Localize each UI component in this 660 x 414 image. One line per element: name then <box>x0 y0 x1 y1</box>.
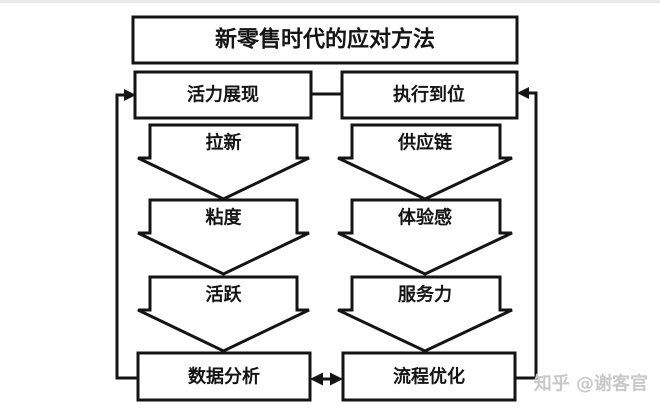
feedback-left-arrowhead-icon <box>124 89 136 101</box>
process-optimization-label: 流程优化 <box>393 366 465 388</box>
feedback-right-line <box>515 91 538 380</box>
data-analysis-label: 数据分析 <box>188 366 260 388</box>
acquisition-label: 拉新 <box>206 132 242 154</box>
experience-arrow-shape <box>337 198 513 276</box>
stickiness-label: 粘度 <box>206 207 243 229</box>
watermark-text: 知乎 @谢客官 <box>534 373 648 395</box>
activity-label: 活跃 <box>206 284 243 306</box>
feedback-right-arrowhead-icon <box>517 87 529 99</box>
page-title: 新零售时代的应对方法 <box>215 27 435 53</box>
stickiness-arrow-shape <box>137 198 310 276</box>
double-arrow-left-head-icon <box>310 372 323 386</box>
acquisition-arrow-shape <box>137 123 310 201</box>
execution-box <box>340 70 519 120</box>
execution-label: 执行到位 <box>393 84 465 106</box>
vitality-display-box <box>133 70 313 120</box>
supply-chain-label: 供应链 <box>397 132 453 154</box>
process-optimization-box <box>341 351 517 402</box>
service-label: 服务力 <box>398 284 452 306</box>
double-arrow-right-head-icon <box>330 372 343 386</box>
title-box <box>131 15 519 65</box>
activity-arrow-shape <box>137 275 310 353</box>
supply-chain-arrow-shape <box>337 123 513 201</box>
vitality-display-label: 活力展现 <box>187 84 259 106</box>
feedback-left-line <box>115 93 138 380</box>
top-edge-strip <box>0 0 660 3</box>
experience-label: 体验感 <box>398 207 452 229</box>
data-analysis-box <box>136 351 312 402</box>
service-arrow-shape <box>337 275 513 353</box>
